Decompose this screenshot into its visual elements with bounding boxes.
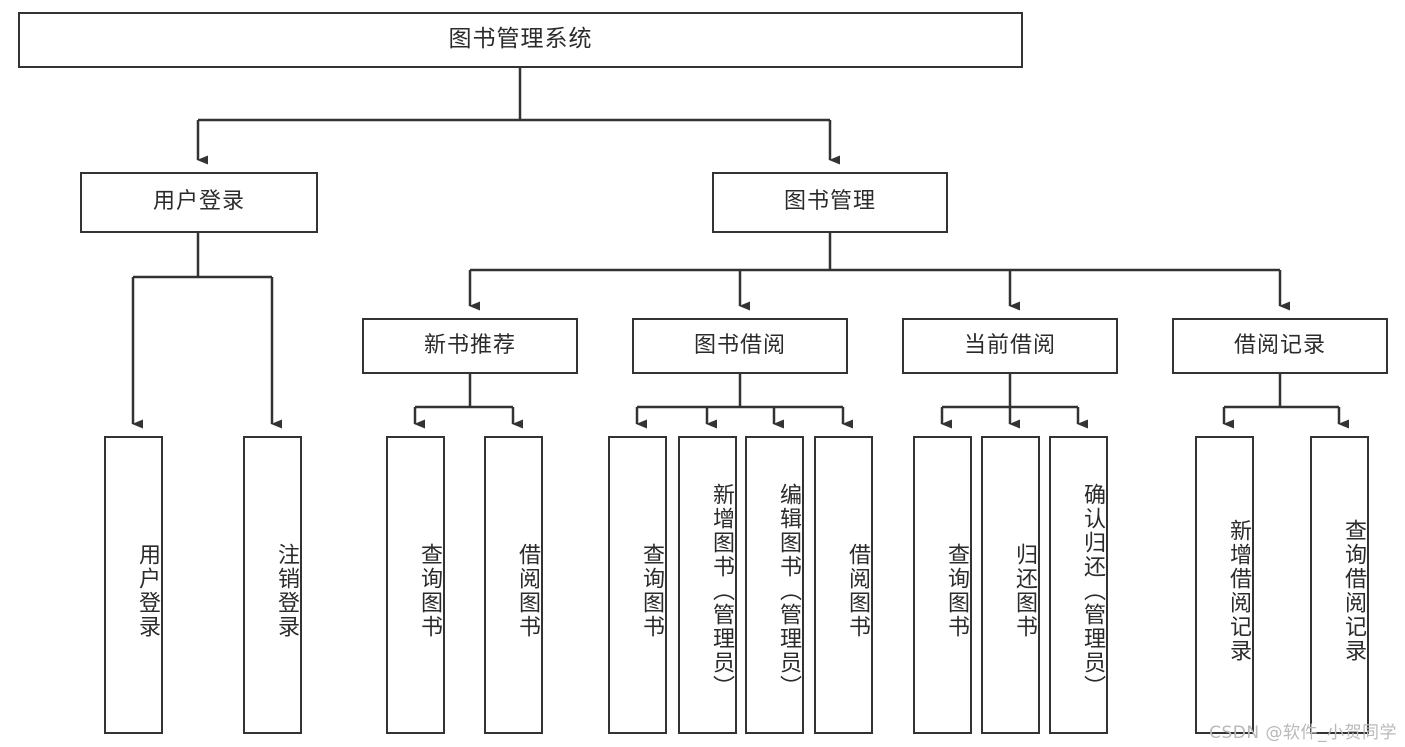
node-label: 新增图书（管理员） [709,483,734,699]
node-label: 借阅图书 [515,543,540,639]
node-label: 借阅图书 [845,543,870,639]
node-label: 查询图书 [944,543,969,639]
leaf-confirm-return-admin[interactable]: 确认归还（管理员） [1049,436,1108,734]
leaf-add-borrow-record[interactable]: 新增借阅记录 [1195,436,1254,734]
leaf-edit-book-admin[interactable]: 编辑图书（管理员） [745,436,804,734]
node-label: 归还图书 [1012,543,1037,639]
leaf-query-book-recommend[interactable]: 查询图书 [386,436,445,734]
leaf-borrow-book[interactable]: 借阅图书 [814,436,873,734]
leaf-add-book-admin[interactable]: 新增图书（管理员） [678,436,737,734]
node-label: 编辑图书（管理员） [776,483,801,699]
node-label: 注销登录 [274,543,299,639]
node-label: 新书推荐 [423,332,516,358]
node-user-login[interactable]: 用户登录 [80,172,318,233]
node-label: 图书借阅 [693,332,786,358]
watermark: CSDN @软件_小贺同学 [1209,723,1397,743]
node-new-book-recommend[interactable]: 新书推荐 [362,318,578,374]
node-current-borrow[interactable]: 当前借阅 [902,318,1118,374]
node-label: 当前借阅 [963,332,1056,358]
node-label: 确认归还（管理员） [1080,483,1105,699]
node-label: 查询图书 [417,543,442,639]
leaf-logout-login[interactable]: 注销登录 [243,436,302,734]
node-root[interactable]: 图书管理系统 [18,12,1023,68]
node-borrow-record[interactable]: 借阅记录 [1172,318,1388,374]
leaf-borrow-book-recommend[interactable]: 借阅图书 [484,436,543,734]
node-label: 用户登录 [135,543,160,639]
leaf-query-borrow-record[interactable]: 查询借阅记录 [1310,436,1369,734]
node-label: 借阅记录 [1233,332,1326,358]
node-book-borrow[interactable]: 图书借阅 [632,318,848,374]
node-label: 用户登录 [152,189,245,215]
leaf-return-book[interactable]: 归还图书 [981,436,1040,734]
leaf-query-book-borrow[interactable]: 查询图书 [608,436,667,734]
leaf-user-login[interactable]: 用户登录 [104,436,163,734]
leaf-query-book-current[interactable]: 查询图书 [913,436,972,734]
node-label: 图书管理 [783,189,876,215]
node-label: 新增借阅记录 [1226,519,1251,663]
node-label: 查询借阅记录 [1341,519,1366,663]
node-label: 查询图书 [639,543,664,639]
node-book-management[interactable]: 图书管理 [712,172,948,233]
node-label: 图书管理系统 [448,26,593,53]
